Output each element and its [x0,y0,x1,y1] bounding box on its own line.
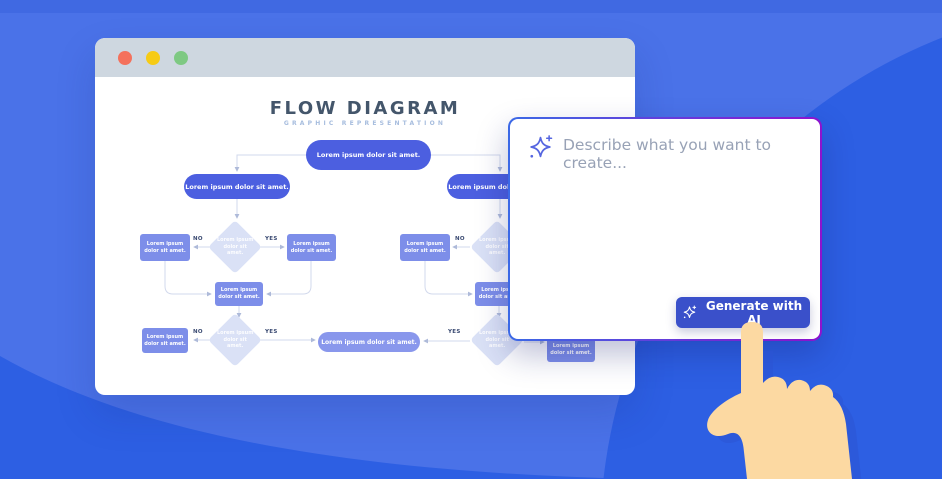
generate-button-label: Generate with AI [705,298,803,327]
window-maximize-button[interactable] [174,51,188,65]
flow-process-node: Lorem ipsum dolor sit amet. [287,234,336,261]
generate-with-ai-button[interactable]: Generate with AI [676,297,810,328]
flow-process-node: Lorem ipsum dolor sit amet. [215,282,263,306]
decision-no-label: NO [193,236,203,242]
flow-process-node: Lorem ipsum dolor sit amet. [547,337,595,362]
decision-yes-label: YES [265,329,278,335]
flow-start-node: Lorem ipsum dolor sit amet. [306,140,431,170]
flow-process-node: Lorem ipsum dolor sit amet. [140,234,190,261]
browser-chrome-bar [95,38,635,77]
top-band-shape [0,0,942,13]
bottom-wave-shape [0,356,640,479]
decision-yes-label: YES [448,329,461,335]
sparkle-icon [682,305,697,320]
flow-branch-left-node: Lorem ipsum dolor sit amet. [184,174,290,199]
window-minimize-button[interactable] [146,51,160,65]
window-close-button[interactable] [118,51,132,65]
ai-prompt-input[interactable] [563,128,801,304]
decision-no-label: NO [455,236,465,242]
flowchart-connectors [164,154,545,345]
decision-no-label: NO [193,329,203,335]
sparkle-icon [527,134,554,165]
flow-process-node: Lorem ipsum dolor sit amet. [400,234,450,261]
page-title: FLOW DIAGRAM [269,98,461,119]
page-subtitle: GRAPHIC REPRESENTATION [283,120,447,127]
flow-end-node: Lorem ipsum dolor sit amet. [318,332,420,352]
flow-process-node: Lorem ipsum dolor sit amet. [142,328,188,353]
decision-yes-label: YES [265,236,278,242]
ai-prompt-dialog: Generate with AI [508,117,822,341]
